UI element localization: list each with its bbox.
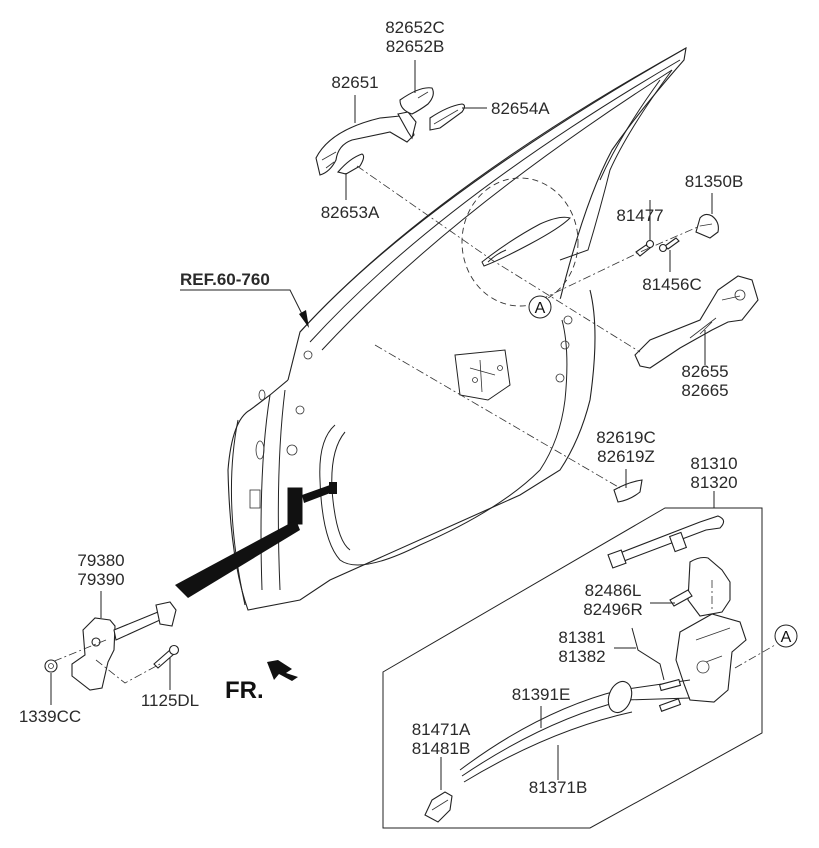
label-82619Z[interactable]: 82619Z xyxy=(597,447,655,466)
detail-callout-a-door: A xyxy=(528,295,552,319)
callout-label: A xyxy=(781,629,792,646)
label-82655[interactable]: 82655 xyxy=(681,362,728,381)
rod-81381[interactable] xyxy=(631,627,665,681)
label-81382[interactable]: 81382 xyxy=(558,647,605,666)
label-81481B[interactable]: 81481B xyxy=(412,739,471,758)
part-labels: 82652C 82652B 82651 82654A 82653A 81350B… xyxy=(19,18,744,797)
nut-1339CC[interactable] xyxy=(44,659,58,673)
label-81381[interactable]: 81381 xyxy=(558,628,605,647)
label-81456C[interactable]: 81456C xyxy=(642,275,702,294)
label-79380[interactable]: 79380 xyxy=(77,551,124,570)
door-checker-installed xyxy=(175,482,337,598)
alignment-lines xyxy=(51,165,776,684)
callout-label: A xyxy=(535,300,546,317)
bolt-81477[interactable] xyxy=(635,239,655,257)
screw-81456C[interactable] xyxy=(658,237,680,253)
lock-assembly-box xyxy=(382,507,763,829)
bolt-1125DL[interactable] xyxy=(153,644,180,669)
reference-label[interactable]: REF.60-760 xyxy=(180,270,270,289)
label-82619C[interactable]: 82619C xyxy=(596,428,656,447)
latch-assembly[interactable] xyxy=(675,613,747,703)
label-82654A[interactable]: 82654A xyxy=(491,99,550,118)
wiring-harness[interactable] xyxy=(607,515,725,569)
front-direction-label: FR. xyxy=(225,677,264,704)
label-82652C[interactable]: 82652C xyxy=(385,18,445,37)
detail-callout-a-latch: A xyxy=(774,624,798,648)
label-82652B[interactable]: 82652B xyxy=(386,37,445,56)
cable-81391E[interactable] xyxy=(459,678,691,783)
handle-cover-82652[interactable] xyxy=(399,87,434,115)
label-82496R[interactable]: 82496R xyxy=(583,600,643,619)
label-82665[interactable]: 82665 xyxy=(681,381,728,400)
handle-frame-82655[interactable] xyxy=(634,275,759,369)
label-1339CC[interactable]: 1339CC xyxy=(19,707,81,726)
label-81350B[interactable]: 81350B xyxy=(685,172,744,191)
label-81310[interactable]: 81310 xyxy=(690,454,737,473)
pad-82653A[interactable] xyxy=(337,153,365,175)
label-82651[interactable]: 82651 xyxy=(331,73,378,92)
label-81371B[interactable]: 81371B xyxy=(529,778,588,797)
pad-82654A[interactable] xyxy=(429,103,466,131)
leader-lines xyxy=(50,60,715,790)
label-82486L[interactable]: 82486L xyxy=(585,581,642,600)
door-checker-79380[interactable] xyxy=(71,601,177,691)
outside-handle-82651[interactable] xyxy=(315,111,417,176)
front-direction-arrow xyxy=(267,660,298,681)
cover-81350B[interactable] xyxy=(695,213,719,239)
actuator-82486[interactable] xyxy=(669,556,731,617)
inside-handle-81471[interactable] xyxy=(424,791,453,823)
label-81471A[interactable]: 81471A xyxy=(412,720,471,739)
door-panel xyxy=(227,46,687,611)
label-1125DL[interactable]: 1125DL xyxy=(141,691,199,710)
label-81391E[interactable]: 81391E xyxy=(512,685,571,704)
label-82653A[interactable]: 82653A xyxy=(321,203,380,222)
label-81477[interactable]: 81477 xyxy=(616,206,663,225)
label-81320[interactable]: 81320 xyxy=(690,473,737,492)
pad-82619[interactable] xyxy=(613,479,643,503)
label-79390[interactable]: 79390 xyxy=(77,570,124,589)
